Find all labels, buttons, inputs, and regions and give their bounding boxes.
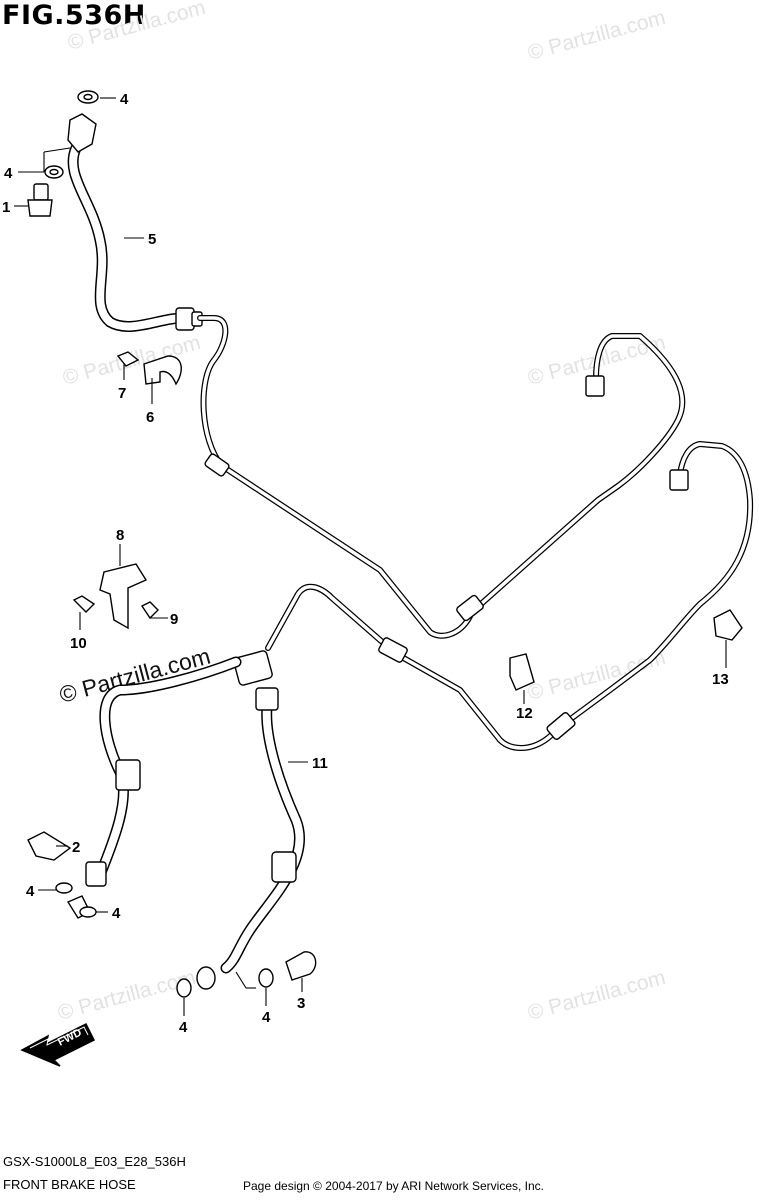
callout-7: 7: [118, 385, 126, 402]
callout-13: 13: [712, 671, 729, 688]
joint-block-icon: [233, 650, 273, 686]
bolt-10-icon: [72, 595, 96, 613]
brake-hose-left: [66, 656, 242, 919]
pipe-end-fitting-icon: [585, 375, 605, 397]
callout-8: 8: [116, 527, 124, 544]
brake-hose-5: [67, 113, 203, 332]
diagram-code: GSX-S1000L8_E03_E28_536H: [3, 1154, 186, 1169]
banjo-icon: [196, 966, 216, 990]
callout-11: 11: [312, 755, 328, 772]
diagram-name: FRONT BRAKE HOSE: [3, 1177, 136, 1192]
callout-4: 4: [120, 91, 129, 108]
callout-3: 3: [297, 995, 305, 1012]
watermarks: © Partzilla.com © Partzilla.com © Partzi…: [55, 0, 668, 1025]
fwd-arrow-icon: FWD: [20, 1022, 96, 1067]
bolt-9-icon: [140, 601, 159, 620]
clamp-6-icon: [143, 355, 182, 386]
union-bolt-3-icon: [285, 951, 317, 981]
callouts: 4 4 1 5 7 6 8 9 10 11 2 4 4 4 4 3 12 13: [2, 91, 729, 1036]
callout-12: 12: [516, 705, 533, 722]
callout-1: 1: [2, 199, 10, 216]
watermark-1: © Partzilla.com: [65, 0, 208, 55]
watermark-7: © Partzilla.com: [525, 966, 668, 1025]
callout-2: 2: [72, 839, 80, 856]
leader-lines: [14, 97, 727, 1016]
callout-4: 4: [112, 905, 121, 922]
callout-10: 10: [70, 635, 87, 652]
watermark-6: © Partzilla.com: [55, 966, 198, 1025]
bracket-8-icon: [99, 563, 148, 630]
watermark-2: © Partzilla.com: [525, 6, 668, 65]
callout-6: 6: [146, 409, 154, 426]
brake-hose-11: [220, 650, 306, 974]
banjo-fitting-icon: [67, 113, 97, 153]
pipe-end-fitting-2-icon: [669, 469, 689, 491]
small-parts: [27, 90, 743, 998]
bolt-7-icon: [116, 351, 140, 367]
page-credit: Page design © 2004-2017 by ARI Network S…: [243, 1179, 545, 1193]
union-bolt-2-icon: [27, 831, 72, 861]
callout-4: 4: [26, 883, 35, 900]
callout-4: 4: [262, 1009, 271, 1026]
clamp-13-icon: [713, 609, 743, 641]
callout-9: 9: [170, 611, 178, 628]
brake-pipe-upper: [197, 315, 686, 639]
callout-4: 4: [179, 1019, 188, 1036]
union-bolt-icon: [33, 183, 49, 201]
clamp-12-icon: [509, 653, 535, 691]
callout-4: 4: [4, 165, 13, 182]
watermark-5: © Partzilla.com: [525, 646, 668, 705]
figure-title: FIG.536H: [2, 0, 146, 31]
callout-5: 5: [148, 231, 156, 248]
brake-pipe-lower: [265, 441, 754, 751]
